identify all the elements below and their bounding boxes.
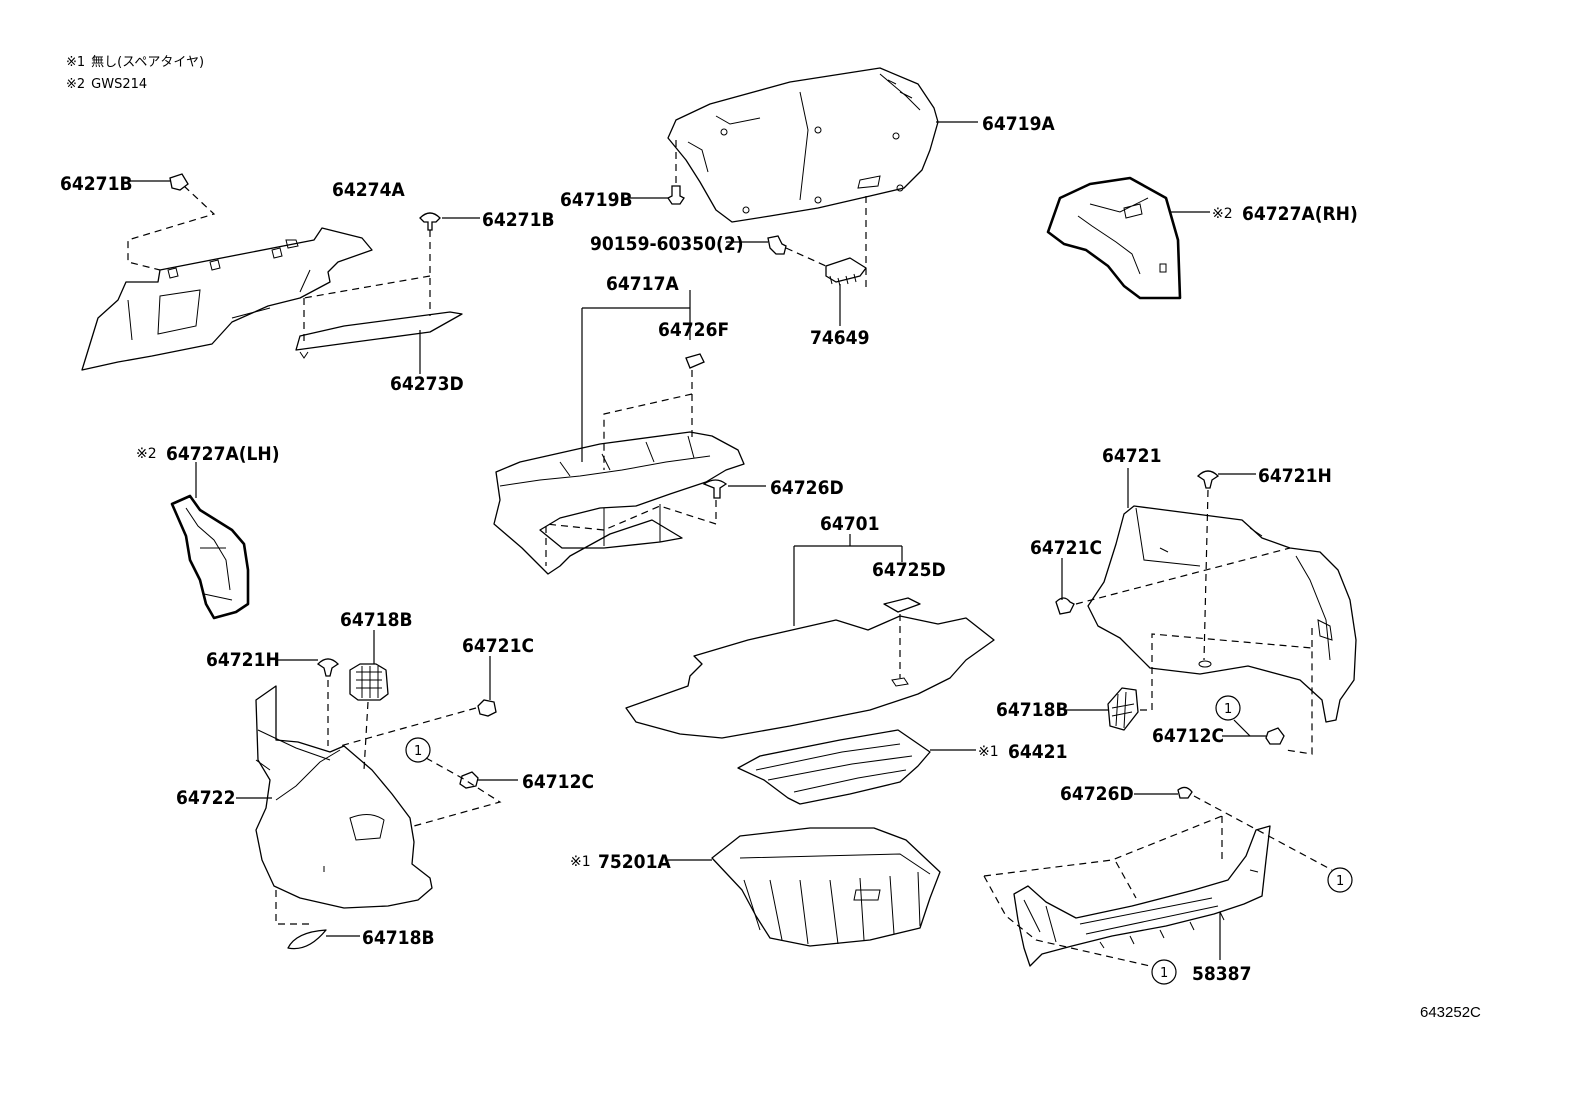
label-64273D: 64273D: [390, 373, 464, 395]
callout-ref-right: 1: [1224, 702, 1232, 717]
label-64712C-left: 64712C: [522, 771, 594, 793]
label-64421: 64421: [1008, 741, 1067, 763]
part-64722-shape: [255, 685, 433, 909]
part-58387-group: 1 1 64726D 58387: [983, 783, 1353, 985]
label-90159-60350: 90159-60350(2): [590, 233, 744, 255]
part-74649-shape: [825, 257, 867, 283]
label-64722: 64722: [176, 787, 235, 809]
label-64721C-right: 64721C: [1030, 537, 1102, 559]
part-64726F-shape: [685, 353, 705, 369]
note-mark-75201A: ※1: [570, 854, 591, 870]
label-64721H-left: 64721H: [206, 649, 280, 671]
part-64421-group: ※1 64421: [737, 729, 1067, 805]
part-64719B-shape: [667, 185, 685, 205]
label-58387: 58387: [1192, 963, 1251, 985]
label-64727A-LH: 64727A(LH): [166, 443, 280, 465]
label-64717A: 64717A: [606, 273, 679, 295]
label-64725D: 64725D: [872, 559, 946, 581]
note-1-mark: ※1: [66, 55, 86, 70]
note-2-mark: ※2: [66, 77, 86, 92]
label-64718B-top: 64718B: [340, 609, 413, 631]
label-75201A: 75201A: [598, 851, 671, 873]
note-1-text: 無し(スペアタイヤ): [91, 55, 205, 70]
part-64725D-shape: [883, 597, 921, 613]
callout-ref-bottom-right: 1: [1336, 874, 1344, 889]
label-64271B-left: 64271B: [60, 173, 133, 195]
part-64701-group: 64701 64725D: [625, 513, 995, 739]
label-64271B-right: 64271B: [482, 209, 555, 231]
part-64712C-right-shape: [1265, 727, 1285, 745]
notes-block: ※1 無し(スペアタイヤ) ※2 GWS214: [66, 52, 204, 96]
label-64726F: 64726F: [658, 319, 729, 341]
part-64722-group: 1 64718B 64721H 64721C 64712C 64722 6471…: [176, 609, 594, 950]
label-64701: 64701: [820, 513, 879, 535]
part-64727A-RH-shape: [1046, 176, 1182, 300]
label-64727A-RH: 64727A(RH): [1242, 203, 1358, 225]
note-mark-lh: ※2: [136, 446, 157, 462]
label-64721H-right: 64721H: [1258, 465, 1332, 487]
part-64718B-right-shape: [1107, 687, 1139, 731]
part-64727A-RH-group: ※2 64727A(RH): [1046, 176, 1358, 300]
part-64718B-bottom-shape: [287, 929, 327, 950]
part-64719A-shape: [667, 67, 939, 223]
label-64726D-top: 64726D: [770, 477, 844, 499]
label-64719A: 64719A: [982, 113, 1055, 135]
part-64721C-left-shape: [477, 699, 497, 717]
callout-ref-left: 1: [414, 744, 422, 759]
part-64717A-group: 64717A 64726F 64726D: [493, 273, 844, 575]
part-64726D-bottom-shape: [1177, 786, 1193, 799]
label-64718B-bottom: 64718B: [362, 927, 435, 949]
note-1: ※1 無し(スペアタイヤ): [66, 52, 204, 74]
part-64712C-left-shape: [459, 771, 479, 789]
part-64718B-top-shape: [349, 663, 389, 701]
part-75201A-group: ※1 75201A: [570, 827, 941, 947]
part-64721-shape: [1087, 505, 1357, 723]
part-64274A-group: 64271B 64274A 64271B 64273D: [60, 173, 555, 395]
note-2: ※2 GWS214: [66, 74, 204, 96]
label-64721: 64721: [1102, 445, 1161, 467]
part-90159-shape: [767, 235, 787, 255]
part-64273D-shape: [295, 311, 463, 351]
part-64721H-right-shape: [1196, 470, 1220, 489]
label-64712C-right: 64712C: [1152, 725, 1224, 747]
label-64726D-bottom: 64726D: [1060, 783, 1134, 805]
label-64274A: 64274A: [332, 179, 405, 201]
diagram-code: 643252C: [1420, 1004, 1481, 1021]
part-58387-shape: [1013, 825, 1271, 967]
callout-ref-bottom: 1: [1160, 966, 1168, 981]
part-64726D-top-shape: [702, 479, 728, 499]
part-64721H-left-shape: [316, 658, 340, 677]
part-64721C-right-shape: [1055, 597, 1075, 615]
note-mark-64421: ※1: [978, 744, 999, 760]
note-2-text: GWS214: [91, 77, 148, 92]
label-74649: 74649: [810, 327, 869, 349]
label-64719B: 64719B: [560, 189, 633, 211]
note-mark-rh: ※2: [1212, 206, 1233, 222]
part-64717A-shape: [493, 431, 745, 575]
label-64721C-left: 64721C: [462, 635, 534, 657]
part-64727A-LH-group: ※2 64727A(LH): [136, 443, 280, 620]
part-64274A-shape: [81, 227, 373, 371]
part-64719A-group: 64719A 64719B 90159-60350(2) 74649: [560, 67, 1055, 349]
part-64721-group: 1 64721 64721H 64721C 64718B 64712C: [996, 445, 1357, 755]
part-64727A-LH-shape: [170, 494, 250, 620]
part-64701-shape: [625, 615, 995, 739]
label-64718B-right: 64718B: [996, 699, 1069, 721]
